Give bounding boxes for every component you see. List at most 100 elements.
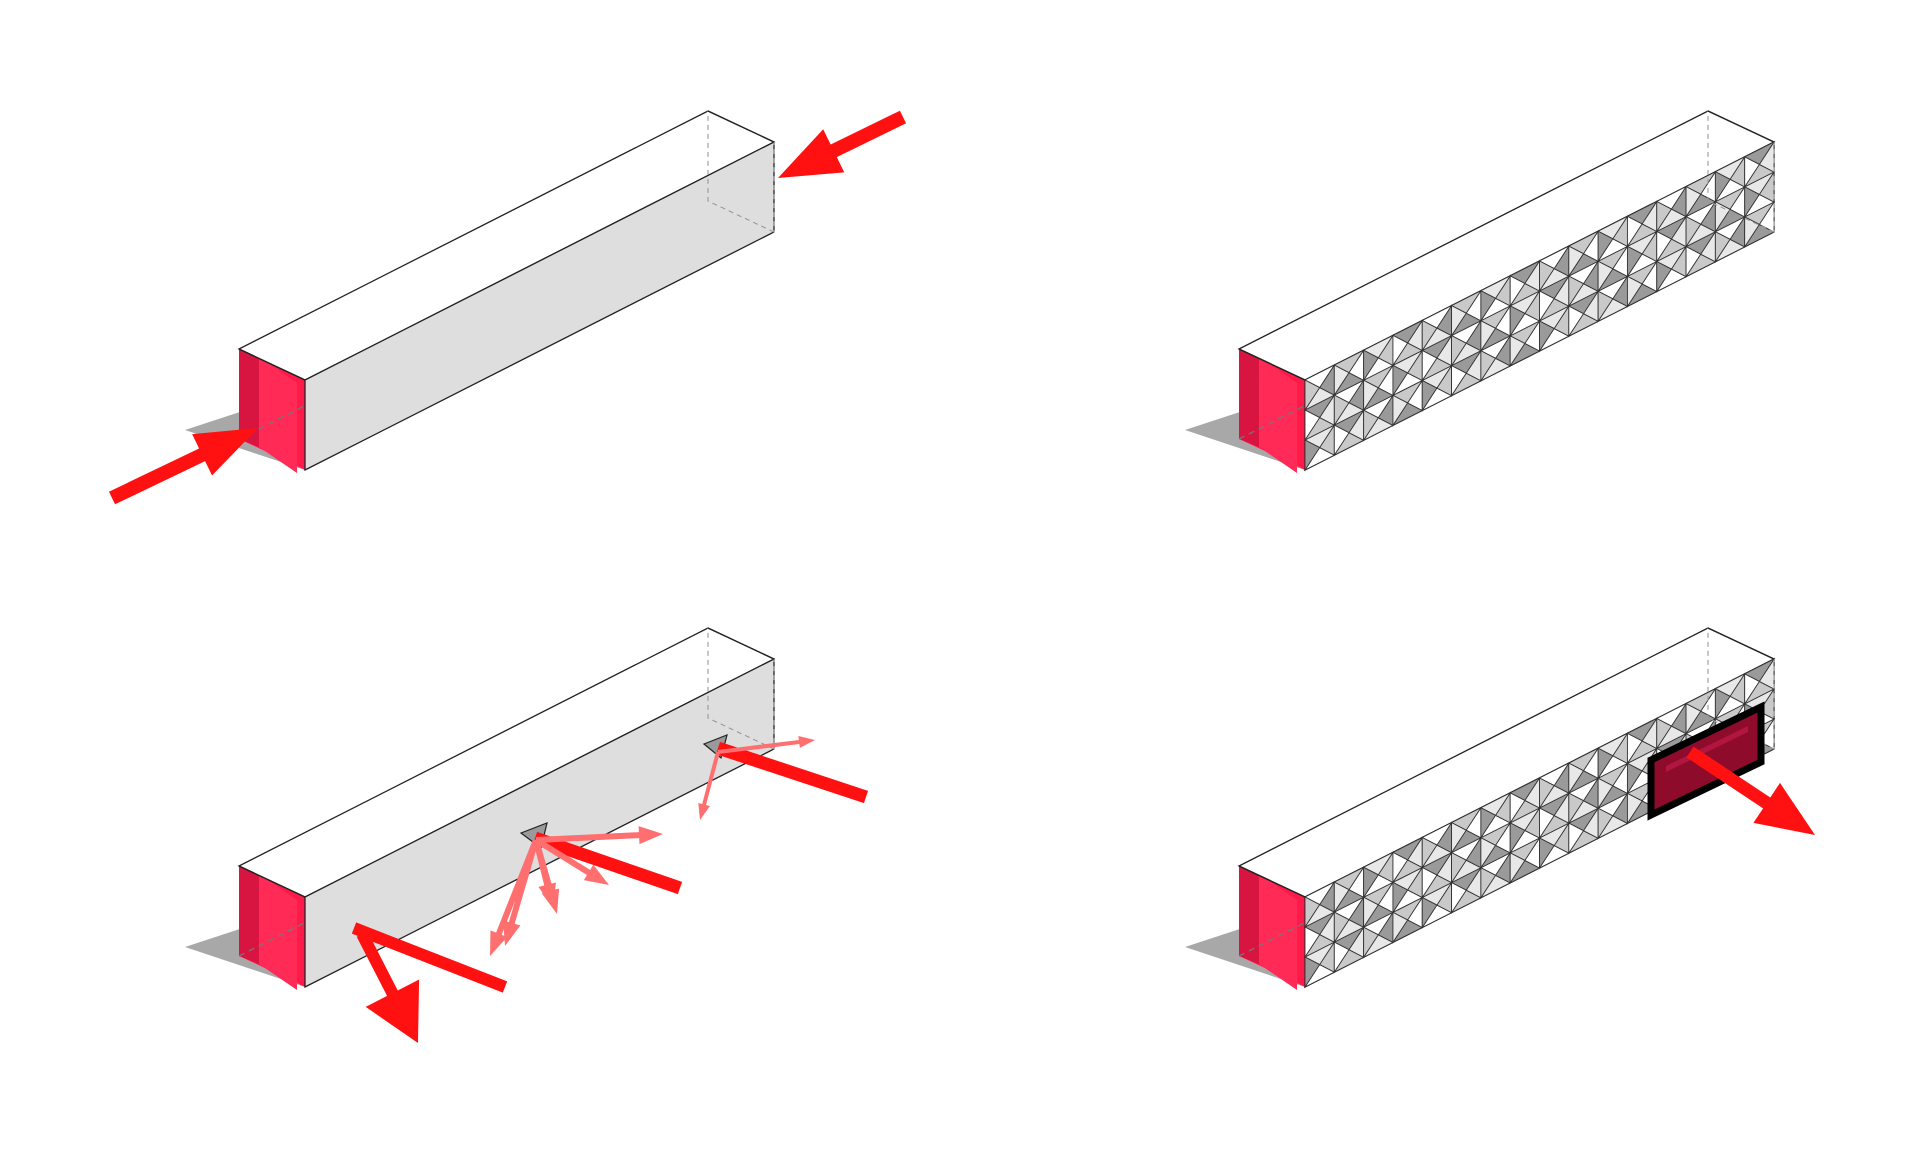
facet-panel [1363, 409, 1379, 442]
shadow [185, 407, 305, 470]
entrance-inner-wall [1239, 349, 1259, 447]
facet-panel [1568, 305, 1585, 338]
edge [1707, 627, 1775, 660]
facet-panel [1392, 394, 1409, 427]
facet-panel [1333, 424, 1350, 457]
facet-panel [1626, 275, 1643, 308]
facet-panel [1304, 926, 1321, 959]
facet-panel [1509, 275, 1526, 308]
facet-panel [1392, 881, 1409, 914]
shadow [1185, 407, 1305, 470]
facet-panel [1451, 364, 1467, 398]
facet-panel [1480, 837, 1497, 870]
facet-panel [1626, 762, 1643, 795]
facet-panel [1480, 320, 1497, 353]
reflected-ray [351, 922, 508, 993]
edge [238, 865, 306, 898]
facet-panel [1539, 837, 1555, 870]
facet-panel [1509, 852, 1526, 885]
isometric-volume-4 [1185, 627, 1815, 990]
window-glazing [1666, 726, 1748, 772]
facet-panel [1451, 304, 1467, 338]
facet-panel [1451, 851, 1467, 885]
facet-panel [1363, 379, 1379, 412]
facet-panel [1656, 200, 1673, 234]
facet-panel [1421, 319, 1438, 353]
entrance-inner-wall [1239, 866, 1259, 964]
facet-panel [1744, 186, 1760, 219]
facet-panel [1363, 896, 1379, 929]
facet-panel [1597, 807, 1614, 840]
edge [1238, 348, 1306, 381]
entry-arrow-icon [108, 428, 258, 505]
facet-panel [1626, 732, 1643, 765]
facet-panel [1304, 956, 1321, 989]
facet-panel [1626, 215, 1643, 248]
facet-panel [1714, 688, 1731, 721]
entrance-inner-wall [239, 349, 259, 447]
facet-panel [1744, 156, 1760, 189]
facet-panel [1363, 866, 1379, 899]
facet-panel [1451, 881, 1467, 915]
facet-panel [1539, 260, 1555, 293]
entrance-back [1259, 357, 1297, 473]
view-arrow-icon [1686, 746, 1815, 835]
facet-panel [1509, 822, 1526, 855]
facet-panel [1392, 334, 1409, 367]
entrance-back [259, 357, 297, 473]
facet-panel [1509, 792, 1526, 825]
facet-panel [1568, 275, 1585, 308]
isometric-volume-2 [1185, 110, 1776, 473]
edge [707, 627, 775, 660]
entry-arrow-icon [778, 110, 907, 178]
facet-panel [1685, 245, 1702, 279]
facet-panel [1597, 290, 1614, 323]
facet-panel [1685, 185, 1702, 219]
facet-panel [1509, 335, 1526, 368]
entrance-back [259, 874, 297, 990]
isometric-volume-3 [185, 627, 869, 1043]
facet-panel [1333, 911, 1350, 944]
facet-panel [1597, 747, 1614, 780]
edge [1238, 865, 1306, 898]
facet-panel [1480, 807, 1497, 840]
incoming-ray [715, 741, 869, 804]
facet-panel [1714, 231, 1731, 264]
entrance-back [1259, 874, 1297, 990]
facet-panel [1333, 881, 1350, 914]
facet-panel [1333, 941, 1350, 974]
edge [707, 110, 775, 143]
facet-panel [1597, 777, 1614, 810]
facet-panel [1333, 394, 1350, 427]
facet-panel [1421, 896, 1438, 930]
facet-panel [1392, 364, 1409, 397]
facet-panel [1451, 334, 1467, 368]
facet-panel [1421, 836, 1438, 870]
facet-panel [1392, 911, 1409, 944]
facet-panel [1304, 409, 1321, 442]
facet-panel [1568, 792, 1585, 825]
facet-panel [1333, 364, 1350, 397]
facet-panel [1421, 349, 1438, 383]
facet-panel [1714, 171, 1731, 204]
facet-panel [1304, 896, 1321, 929]
scatter-arrow-icon [698, 751, 720, 820]
shadow [185, 924, 305, 987]
facet-panel [1480, 867, 1497, 900]
facet-panel [1451, 821, 1467, 855]
edge [238, 348, 306, 381]
facet-panel [1568, 822, 1585, 855]
facet-panel [1304, 379, 1321, 412]
facet-panel [1363, 926, 1379, 959]
facet-panel [1304, 439, 1321, 472]
scatter-arrow-icon [717, 736, 815, 754]
facet-panel [1744, 673, 1760, 706]
facet-panel [1714, 201, 1731, 234]
facet-panel [1539, 290, 1555, 323]
facet-panel [1480, 290, 1497, 323]
shadow [1185, 924, 1305, 987]
facet-panel [1626, 792, 1643, 825]
facet-panel [1685, 215, 1702, 249]
